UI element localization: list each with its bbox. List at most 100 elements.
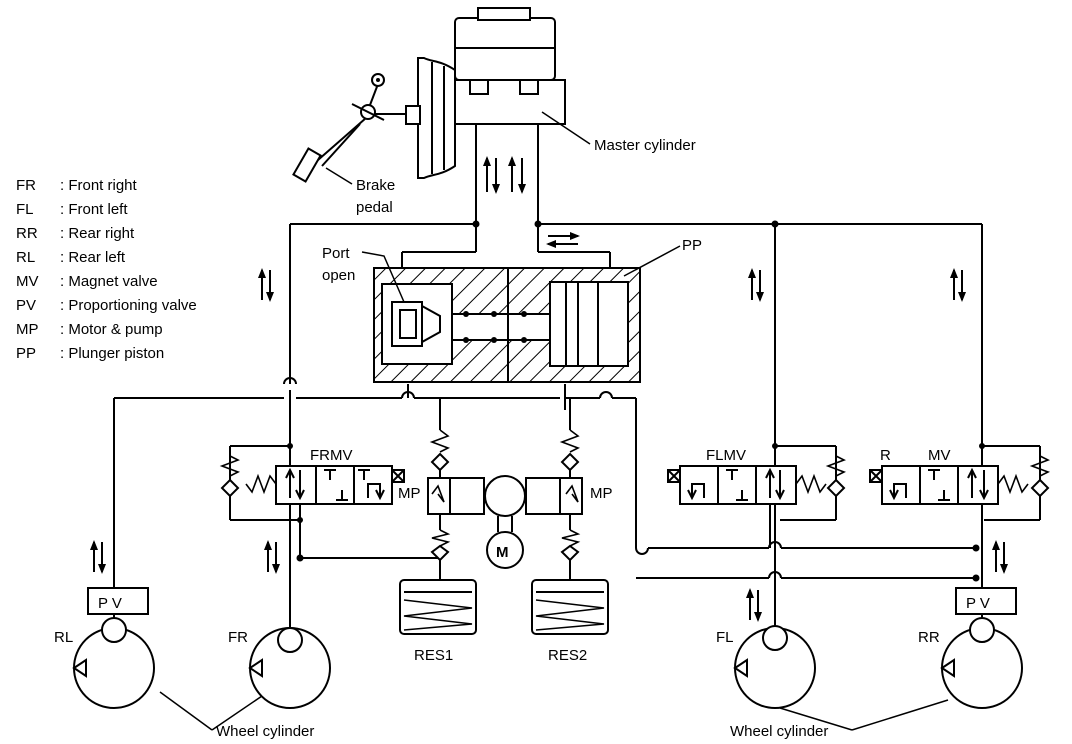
pedal-pad bbox=[292, 147, 322, 183]
outlet-spring bbox=[431, 529, 451, 547]
legend-desc: : Proportioning valve bbox=[60, 297, 197, 314]
flow-arrows bbox=[90, 268, 1008, 622]
legend-desc: : Motor & pump bbox=[60, 321, 163, 338]
solenoid-x bbox=[869, 469, 883, 483]
blocked-port-icon bbox=[324, 469, 336, 480]
res1-label: RES1 bbox=[414, 647, 453, 664]
hydraulic-lines bbox=[113, 124, 983, 640]
inlet-spring bbox=[429, 429, 450, 453]
motor-pump-unit: M MP MP bbox=[398, 429, 613, 569]
check-valve bbox=[1030, 478, 1050, 498]
wheel-cylinder-fl: FL bbox=[716, 625, 816, 709]
legend-item: PP : Plunger piston bbox=[16, 345, 164, 362]
pump-spring bbox=[431, 484, 445, 503]
flow-arrow-icon bbox=[967, 467, 977, 498]
check-spring bbox=[1029, 455, 1050, 477]
flow-arrow-icon bbox=[765, 467, 775, 498]
res2-label: RES2 bbox=[548, 647, 587, 664]
legend-abbr: MP bbox=[16, 321, 39, 338]
valve-spring bbox=[997, 473, 1029, 495]
legend-desc: : Front left bbox=[60, 201, 128, 218]
wheel-cylinder-rl: RL bbox=[54, 614, 155, 709]
pedal-clevis bbox=[351, 103, 385, 121]
legend-abbr: FR bbox=[16, 177, 36, 194]
legend-item: MV : Magnet valve bbox=[16, 273, 158, 290]
wheel-cylinder-label-right: Wheel cylinder bbox=[730, 723, 828, 740]
pv-left-label: P V bbox=[98, 595, 122, 612]
outlet-check-valve bbox=[560, 544, 580, 562]
plunger-piston bbox=[549, 281, 629, 367]
rmv-label-r: R bbox=[880, 447, 891, 464]
legend-item: MP : Motor & pump bbox=[16, 321, 163, 338]
pv-right-label: P V bbox=[966, 595, 990, 612]
wheel-cylinder-fr: FR bbox=[228, 627, 331, 709]
motor-label: M bbox=[496, 544, 509, 561]
check-valve-cone bbox=[421, 304, 441, 344]
legend-abbr: RL bbox=[16, 249, 35, 266]
pump-left bbox=[427, 477, 485, 515]
legend-abbr: FL bbox=[16, 201, 34, 218]
legend: FR : Front right FL : Front left RR : Re… bbox=[16, 177, 197, 362]
outlet-check-valve bbox=[430, 544, 450, 562]
res2-spring bbox=[535, 599, 605, 631]
leader-line bbox=[541, 111, 591, 145]
pv-left-box bbox=[87, 587, 149, 615]
mp-label-left: MP bbox=[398, 485, 421, 502]
flow-arrow-icon bbox=[775, 470, 785, 501]
pv-left: P V bbox=[87, 587, 149, 615]
master-cylinder-port bbox=[519, 79, 539, 95]
flmv-label: FLMV bbox=[706, 447, 746, 464]
inlet-check-valve bbox=[430, 452, 450, 472]
blocked-port-icon bbox=[726, 469, 738, 480]
pv-right: P V bbox=[955, 587, 1017, 615]
brake-booster bbox=[417, 57, 456, 179]
blocked-port-icon bbox=[938, 490, 950, 501]
legend-abbr: MV bbox=[16, 273, 39, 290]
return-arrow-icon bbox=[367, 483, 385, 501]
wheel-cylinder-callouts: Wheel cylinder Wheel cylinder bbox=[159, 691, 949, 740]
solenoid-x bbox=[667, 469, 681, 483]
res2-body bbox=[531, 579, 609, 635]
master-cylinder-label: Master cylinder bbox=[594, 137, 696, 154]
solenoid-x bbox=[391, 469, 405, 483]
valve-spring bbox=[795, 473, 827, 495]
wheel-label-fr: FR bbox=[228, 629, 248, 646]
wheel-label-rl: RL bbox=[54, 629, 73, 646]
flow-arrow-icon bbox=[979, 470, 989, 501]
wheel-label-fl: FL bbox=[716, 629, 734, 646]
reservoir-cap bbox=[477, 7, 531, 21]
brake-pedal-label: Brake bbox=[356, 177, 395, 194]
pv-right-box bbox=[955, 587, 1017, 615]
port-open-label: Port bbox=[322, 245, 350, 262]
blocked-port-icon bbox=[336, 490, 348, 501]
inlet-spring bbox=[559, 429, 580, 453]
blocked-port-icon bbox=[358, 469, 370, 480]
pump-eccentric bbox=[484, 475, 526, 517]
pedal-arm-upper bbox=[369, 83, 379, 106]
legend-item: PV : Proportioning valve bbox=[16, 297, 197, 314]
brake-pedal-label: pedal bbox=[356, 199, 393, 216]
inlet-check-valve bbox=[560, 452, 580, 472]
res1-body bbox=[399, 579, 477, 635]
outlet-spring bbox=[561, 529, 581, 547]
legend-desc: : Plunger piston bbox=[60, 345, 164, 362]
check-spring bbox=[219, 455, 240, 477]
legend-item: FL : Front left bbox=[16, 201, 128, 218]
flow-arrows-master bbox=[483, 156, 580, 248]
legend-desc: : Rear right bbox=[60, 225, 135, 242]
legend-item: RR : Rear right bbox=[16, 225, 135, 242]
res1-spring bbox=[403, 599, 473, 631]
check-valve bbox=[220, 478, 240, 498]
frmv-valve: FRMV bbox=[219, 443, 405, 523]
flow-arrow-icon bbox=[295, 470, 305, 501]
rmv-valve-body bbox=[881, 465, 999, 505]
legend-abbr: RR bbox=[16, 225, 38, 242]
reservoir-res2: RES2 bbox=[531, 579, 609, 664]
motor bbox=[486, 531, 524, 569]
wheel-cylinder-rr: RR bbox=[918, 614, 1023, 709]
plunger-piston-block: Port open PP bbox=[322, 237, 702, 383]
check-valve-seat bbox=[399, 309, 417, 339]
booster-rod-mount bbox=[405, 105, 421, 125]
pedal-arm bbox=[321, 123, 361, 167]
legend-abbr: PV bbox=[16, 297, 36, 314]
